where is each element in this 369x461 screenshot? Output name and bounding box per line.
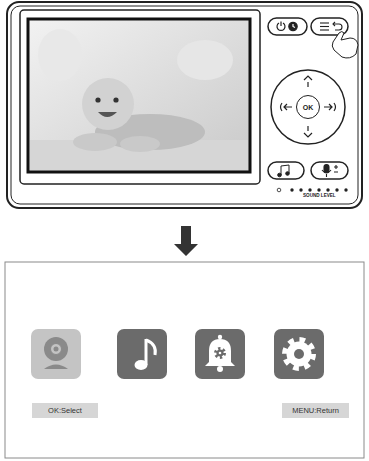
mic-icon [322,165,338,178]
plus-minus [334,165,338,172]
note-head [278,173,282,177]
led-dot [299,188,302,191]
clock-hands [293,24,295,28]
background-blur [177,40,233,80]
alarm-icon [195,329,245,379]
icon-tile [117,329,167,379]
icon-tile [31,329,81,379]
sound-level-leds [290,188,347,191]
pointing-hand [332,32,358,59]
node-text: MENU:Return [292,407,339,415]
note-stem [281,165,289,175]
ok-button: OK [296,95,320,119]
down-arrow [307,126,308,131]
right-arrow [334,103,336,111]
note-head [286,172,290,176]
led-dot [317,188,320,191]
gear-hole [294,349,304,359]
baby-arm [73,133,117,151]
gear-teeth [285,340,313,368]
left-arrow [281,103,283,111]
led-dot [335,188,338,191]
icon-tile [195,329,245,379]
baby-mouth [98,112,117,117]
note-head [135,360,148,370]
screen-frame [20,10,260,184]
right-arrow [324,104,332,110]
device-outline [7,2,362,208]
mic-hole [277,188,281,192]
screen-image [28,19,250,172]
music-button [268,162,304,179]
baby-eye [95,97,100,102]
node-text: OK:Select [48,407,82,415]
settings-icon [274,329,324,379]
camera-lens [54,347,59,352]
gear-body [216,349,223,356]
hint-box: MENU:Return [282,403,349,418]
led-dot [326,188,329,191]
camera-lens [51,344,62,355]
menu-line [320,22,329,23]
panel-label: SOUND LEVEL [303,194,336,199]
up-arrow [304,76,312,80]
camera-body [44,337,68,361]
power-button [268,18,307,35]
navigation-pad [271,70,345,144]
up-arrow [307,82,308,87]
flow-arrow [174,226,198,256]
music-menu-icon [117,329,167,379]
left-arrow [284,104,292,110]
mic-head [324,165,329,173]
music-icon [278,165,290,177]
gear-body [287,342,312,367]
gear-teeth [216,349,225,358]
menu-line [320,26,329,27]
bell-knob [218,335,222,339]
baby-eye [113,97,118,102]
camera-icon [31,329,81,379]
led-dot [290,188,293,191]
menu-screen [5,262,364,458]
monitor-unit [7,2,362,208]
bell-clapper [217,366,223,372]
led-dot [308,188,311,191]
hint-box: OK:Select [32,403,98,418]
power-clock-icon [277,22,297,31]
led-dot [344,188,347,191]
baby-head [82,78,134,130]
down-arrow [304,133,312,137]
pad-arrows [281,76,336,137]
icon-tile [274,329,324,379]
background-blur [38,29,82,81]
device-bezel [11,6,358,204]
return-arrow [333,22,335,26]
gear-hole [219,352,222,355]
bell-body [205,339,235,366]
talk-button [311,162,348,179]
note-flag [146,340,155,355]
baby-arm [120,136,160,152]
camera-base [44,365,68,370]
node-text: OK [303,104,314,111]
menu-icon [320,22,342,30]
mic-stand [322,170,331,177]
baby-photo [30,29,248,170]
menu-line [320,29,329,30]
power-symbol [280,22,281,27]
clock-symbol [289,22,297,30]
